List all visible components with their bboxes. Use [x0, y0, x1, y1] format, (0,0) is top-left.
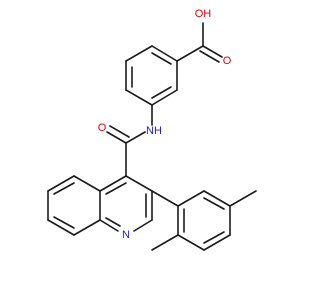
carbonyl-oxygen-label: O	[223, 55, 232, 67]
quinoline-nitrogen-label: N	[122, 229, 130, 241]
atom-labels: OH O NH O N	[98, 8, 232, 241]
carboxylic-acid-group	[176, 22, 223, 63]
benzoic-acid-ring	[125, 45, 178, 106]
biaryl-bond	[151, 190, 179, 207]
quinoline-pyridine-ring	[99, 175, 153, 232]
hydroxyl-oxygen-label: OH	[195, 8, 212, 20]
quinoline-benzo-ring	[47, 175, 101, 236]
amide-nitrogen-label: NH	[146, 125, 162, 137]
chemical-structure-diagram: OH O NH O N	[47, 8, 257, 251]
amide-linker	[106, 125, 146, 177]
methyl-groups	[151, 190, 257, 251]
amide-oxygen-label: O	[98, 122, 107, 134]
dimethylphenyl-ring	[177, 190, 231, 251]
